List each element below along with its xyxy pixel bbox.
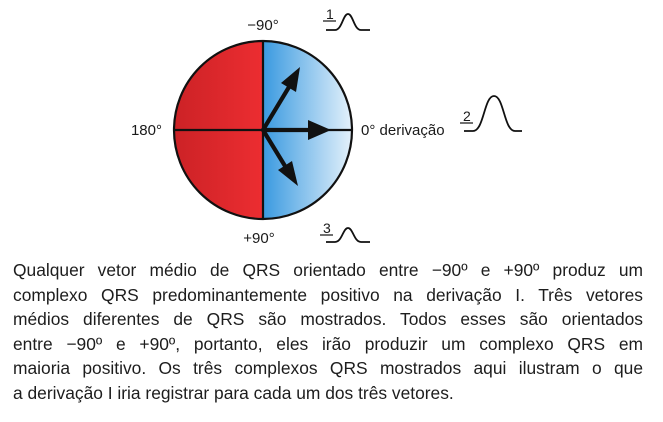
caption-line-1: Qualquer vetor médio de QRS orientado en… xyxy=(13,260,643,280)
hexaxial-diagram: −90° 180° 0° derivação +90° 1 2 3 xyxy=(131,6,522,247)
label-minus-90: −90° xyxy=(247,17,278,34)
vector-right xyxy=(263,120,331,140)
label-plus-90: +90° xyxy=(243,230,274,247)
qrs-complex-1: 1 xyxy=(323,6,370,31)
caption-line-3: médios diferentes de QRS são mostrados. … xyxy=(13,309,643,329)
vector-lower-right xyxy=(261,128,298,186)
caption-line-4: entre −90º e +90º, portanto, eles irão p… xyxy=(13,333,643,354)
label-180: 180° xyxy=(131,122,162,139)
caption-line-2: complexo QRS predominantemente positivo … xyxy=(13,284,643,305)
vector-upper-right xyxy=(261,67,300,132)
figure-caption: Qualquer vetor médio de QRS orientado en… xyxy=(13,258,643,405)
caption-line-6: a derivação I iria registrar para cada u… xyxy=(13,382,454,403)
qrs-complex-2: 2 xyxy=(460,95,522,132)
qrs-complex-3: 3 xyxy=(320,220,370,243)
label-0-derivacao: 0° derivação xyxy=(361,122,445,139)
complex-number-1: 1 xyxy=(326,6,334,22)
complex-number-2: 2 xyxy=(463,108,471,124)
complex-number-3: 3 xyxy=(323,220,331,236)
caption-line-5: maioria positivo. Os três complexos QRS … xyxy=(13,358,643,378)
